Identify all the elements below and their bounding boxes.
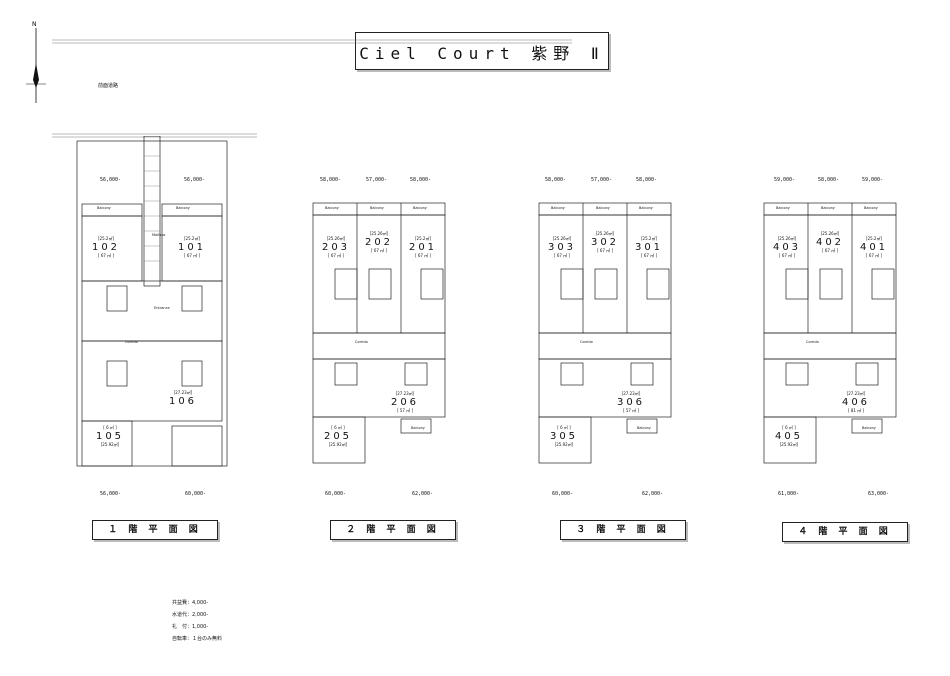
unit-201: [25.2㎡] 201 [ 67 ㎡ ] (408, 236, 438, 258)
note-bicycle: 自転車：１台のみ無料 (172, 636, 223, 642)
balcony-label: Balcony (411, 426, 425, 430)
unit-403: [25.26㎡] 403 [ 67 ㎡ ] (772, 236, 802, 258)
unit-301: [25.2㎡] 301 [ 67 ㎡ ] (634, 236, 664, 258)
balcony-label: Balcony (776, 206, 790, 210)
floor-3-plan (538, 202, 672, 464)
price-label: 58,000- (410, 177, 432, 183)
price-label: 59,000- (862, 177, 884, 183)
unit-106: [27.23㎡] 106 (168, 390, 198, 407)
unit-205: [ 6 ㎡ ] 205 [25.92㎡] (323, 425, 353, 447)
unit-303: [25.26㎡] 303 [ 67 ㎡ ] (547, 236, 577, 258)
price-label: 62,000- (642, 491, 664, 497)
unit-305: [ 6 ㎡ ] 305 [25.92㎡] (549, 425, 579, 447)
floor-3-label: ３ 階 平 面 図 (560, 520, 686, 540)
price-label: 60,000- (552, 491, 574, 497)
unit-203: [25.26㎡] 203 [ 67 ㎡ ] (321, 236, 351, 258)
mailbox-label: Mailbox (152, 233, 166, 237)
road-lines (52, 39, 572, 138)
balcony-label: Balcony (413, 206, 427, 210)
north-arrow-icon: N (26, 21, 46, 103)
unit-406: [27.23㎡] 406 [ 81 ㎡ ] (841, 391, 871, 413)
balcony-label: Balcony (596, 206, 610, 210)
price-label: 56,000- (184, 177, 206, 183)
price-label: 59,000- (774, 177, 796, 183)
unit-101: [25.2㎡] 101 [ 67 ㎡ ] (177, 236, 207, 258)
price-label: 57,000- (591, 177, 613, 183)
balcony-label: Balcony (821, 206, 835, 210)
unit-105: [ 6 ㎡ ] 105 [25.92㎡] (95, 425, 125, 447)
balcony-label: Balcony (97, 206, 111, 210)
unit-402: [25.26㎡] 402 [ 67 ㎡ ] (815, 231, 845, 253)
balcony-label: Balcony (551, 206, 565, 210)
price-label: 62,000- (412, 491, 434, 497)
price-label: 60,000- (325, 491, 347, 497)
price-label: 58,000- (545, 177, 567, 183)
balcony-label: Balcony (176, 206, 190, 210)
price-label: 61,000- (778, 491, 800, 497)
unit-401: [25.2㎡] 401 [ 67 ㎡ ] (859, 236, 889, 258)
balcony-label: Balcony (370, 206, 384, 210)
note-common-fee: 共益費：4,000- (172, 600, 209, 606)
balcony-label: Balcony (639, 206, 653, 210)
floor-1-label: １ 階 平 面 図 (92, 520, 218, 540)
floor-2-plan (312, 202, 446, 464)
corrido-label: Corrido (125, 340, 138, 344)
title-box: Ciel Court 紫野 Ⅱ (355, 32, 609, 70)
fee-notes: 共益費：4,000- 水道代：2,000- 礼 付：1,000- 自転車：１台の… (172, 597, 222, 645)
price-label: 58,000- (320, 177, 342, 183)
unit-405: [ 6 ㎡ ] 405 [25.92㎡] (774, 425, 804, 447)
note-key-fee: 礼 付：1,000- (172, 624, 209, 630)
unit-306: [27.23㎡] 306 [ 57 ㎡ ] (616, 391, 646, 413)
unit-102: [25.2㎡] 102 [ 67 ㎡ ] (91, 236, 121, 258)
balcony-label: Balcony (637, 426, 651, 430)
price-label: 58,000- (818, 177, 840, 183)
balcony-label: Balcony (325, 206, 339, 210)
corrido-label: Corrido (580, 340, 593, 344)
price-label: 63,000- (868, 491, 890, 497)
page-title: Ciel Court 紫野 Ⅱ (359, 44, 605, 63)
balcony-label: Balcony (862, 426, 876, 430)
price-label: 57,000- (366, 177, 388, 183)
price-label: 58,000- (636, 177, 658, 183)
floor-4-label: ４ 階 平 面 図 (782, 522, 908, 542)
unit-206: [27.23㎡] 206 [ 57 ㎡ ] (390, 391, 420, 413)
price-label: 60,000- (185, 491, 207, 497)
floor-4-plan (763, 202, 897, 464)
unit-302: [25.26㎡] 302 [ 67 ㎡ ] (590, 231, 620, 253)
note-water-fee: 水道代：2,000- (172, 612, 209, 618)
floor-1-plan (76, 136, 228, 467)
north-label: N (32, 21, 37, 28)
price-label: 56,000- (100, 177, 122, 183)
road-label: 前面道路 (98, 83, 119, 89)
unit-202: [25.26㎡] 202 [ 67 ㎡ ] (364, 231, 394, 253)
balcony-label: Balcony (864, 206, 878, 210)
corrido-label: Corrido (355, 340, 368, 344)
entrance-label: Entrance (154, 306, 170, 310)
corrido-label: Corrido (806, 340, 819, 344)
floor-2-label: ２ 階 平 面 図 (330, 520, 456, 540)
price-label: 56,000- (100, 491, 122, 497)
